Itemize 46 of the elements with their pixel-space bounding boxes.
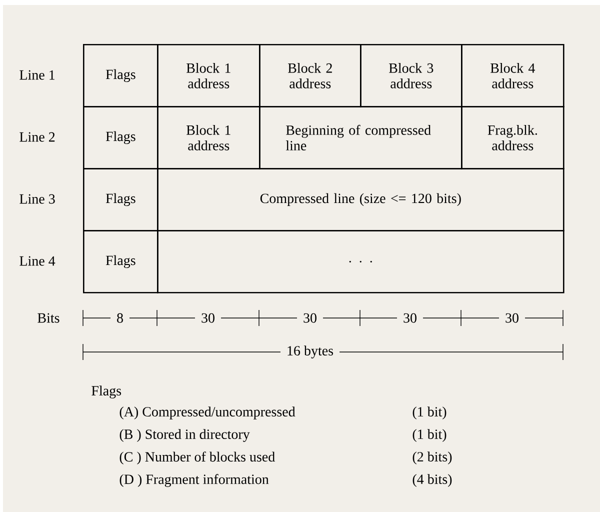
list-item: (4 bits)	[412, 474, 452, 487]
node-label: Block 1 address	[186, 124, 230, 150]
row-label: Line 3	[20, 194, 55, 204]
table-cell	[83, 44, 158, 108]
table-cell	[157, 168, 564, 232]
table-cell	[83, 106, 158, 170]
list-item: (A) Compressed/uncompressed	[120, 406, 296, 420]
node-label: Flags	[106, 255, 136, 268]
list-item: (C ) Number of blocks used	[120, 452, 275, 464]
dimension-label: 30	[397, 312, 423, 324]
node-label: Flags	[106, 193, 136, 206]
list-heading: Flags	[92, 386, 122, 398]
table-cell	[157, 230, 564, 294]
dimension-label: 30	[499, 312, 525, 324]
table-cell	[157, 44, 260, 108]
node-label: Block 2 address	[288, 62, 332, 88]
node-label: Frag.blk. address	[488, 124, 538, 150]
table-cell	[83, 168, 158, 232]
table-cell	[461, 44, 564, 108]
node-label: . . .	[349, 260, 372, 262]
node-label: Flags	[106, 131, 136, 144]
row-label: Line 1	[20, 70, 55, 80]
list-item: (1 bit)	[412, 429, 446, 442]
row-label: Line 4	[20, 256, 56, 266]
dimension-label: 30	[195, 312, 221, 324]
table-cell	[83, 230, 158, 294]
node-label: Compressed line (size <= 120 bits)	[260, 193, 461, 206]
list-item: (1 bit)	[412, 406, 446, 420]
list-item: (2 bits)	[412, 452, 452, 464]
row-label: Bits	[38, 313, 60, 323]
table-cell	[259, 44, 362, 108]
node-label: Block 4 address	[490, 62, 535, 88]
row-label: Line 2	[20, 132, 55, 142]
node-label: Beginning of compressed line	[286, 124, 431, 150]
dimension-label: 8	[110, 312, 130, 324]
node-label: Block 1 address	[186, 62, 230, 88]
node-label: Block 3 address	[389, 62, 434, 88]
table-cell	[360, 44, 462, 108]
node-label: Flags	[106, 69, 136, 82]
list-item: (B ) Stored in directory	[120, 429, 250, 442]
table-cell	[259, 106, 462, 170]
dimension-label: 16 bytes	[280, 344, 340, 360]
table-cell	[157, 106, 260, 170]
list-item: (D ) Fragment information	[120, 474, 269, 487]
table-cell	[461, 106, 564, 170]
dimension-label: 30	[297, 312, 323, 324]
